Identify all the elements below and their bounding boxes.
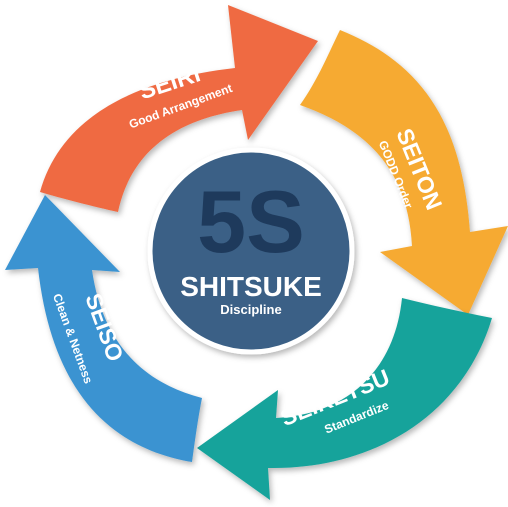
seiso-arrow [5,195,202,462]
center-subtitle: Discipline [220,302,281,317]
center-big-text: 5S [197,172,305,271]
seiketsu-arrow [197,298,492,500]
center-circle [147,147,355,355]
center-title: SHITSUKE [180,271,322,302]
seiri-arrow [40,5,318,212]
seiton-arrow [300,30,508,315]
